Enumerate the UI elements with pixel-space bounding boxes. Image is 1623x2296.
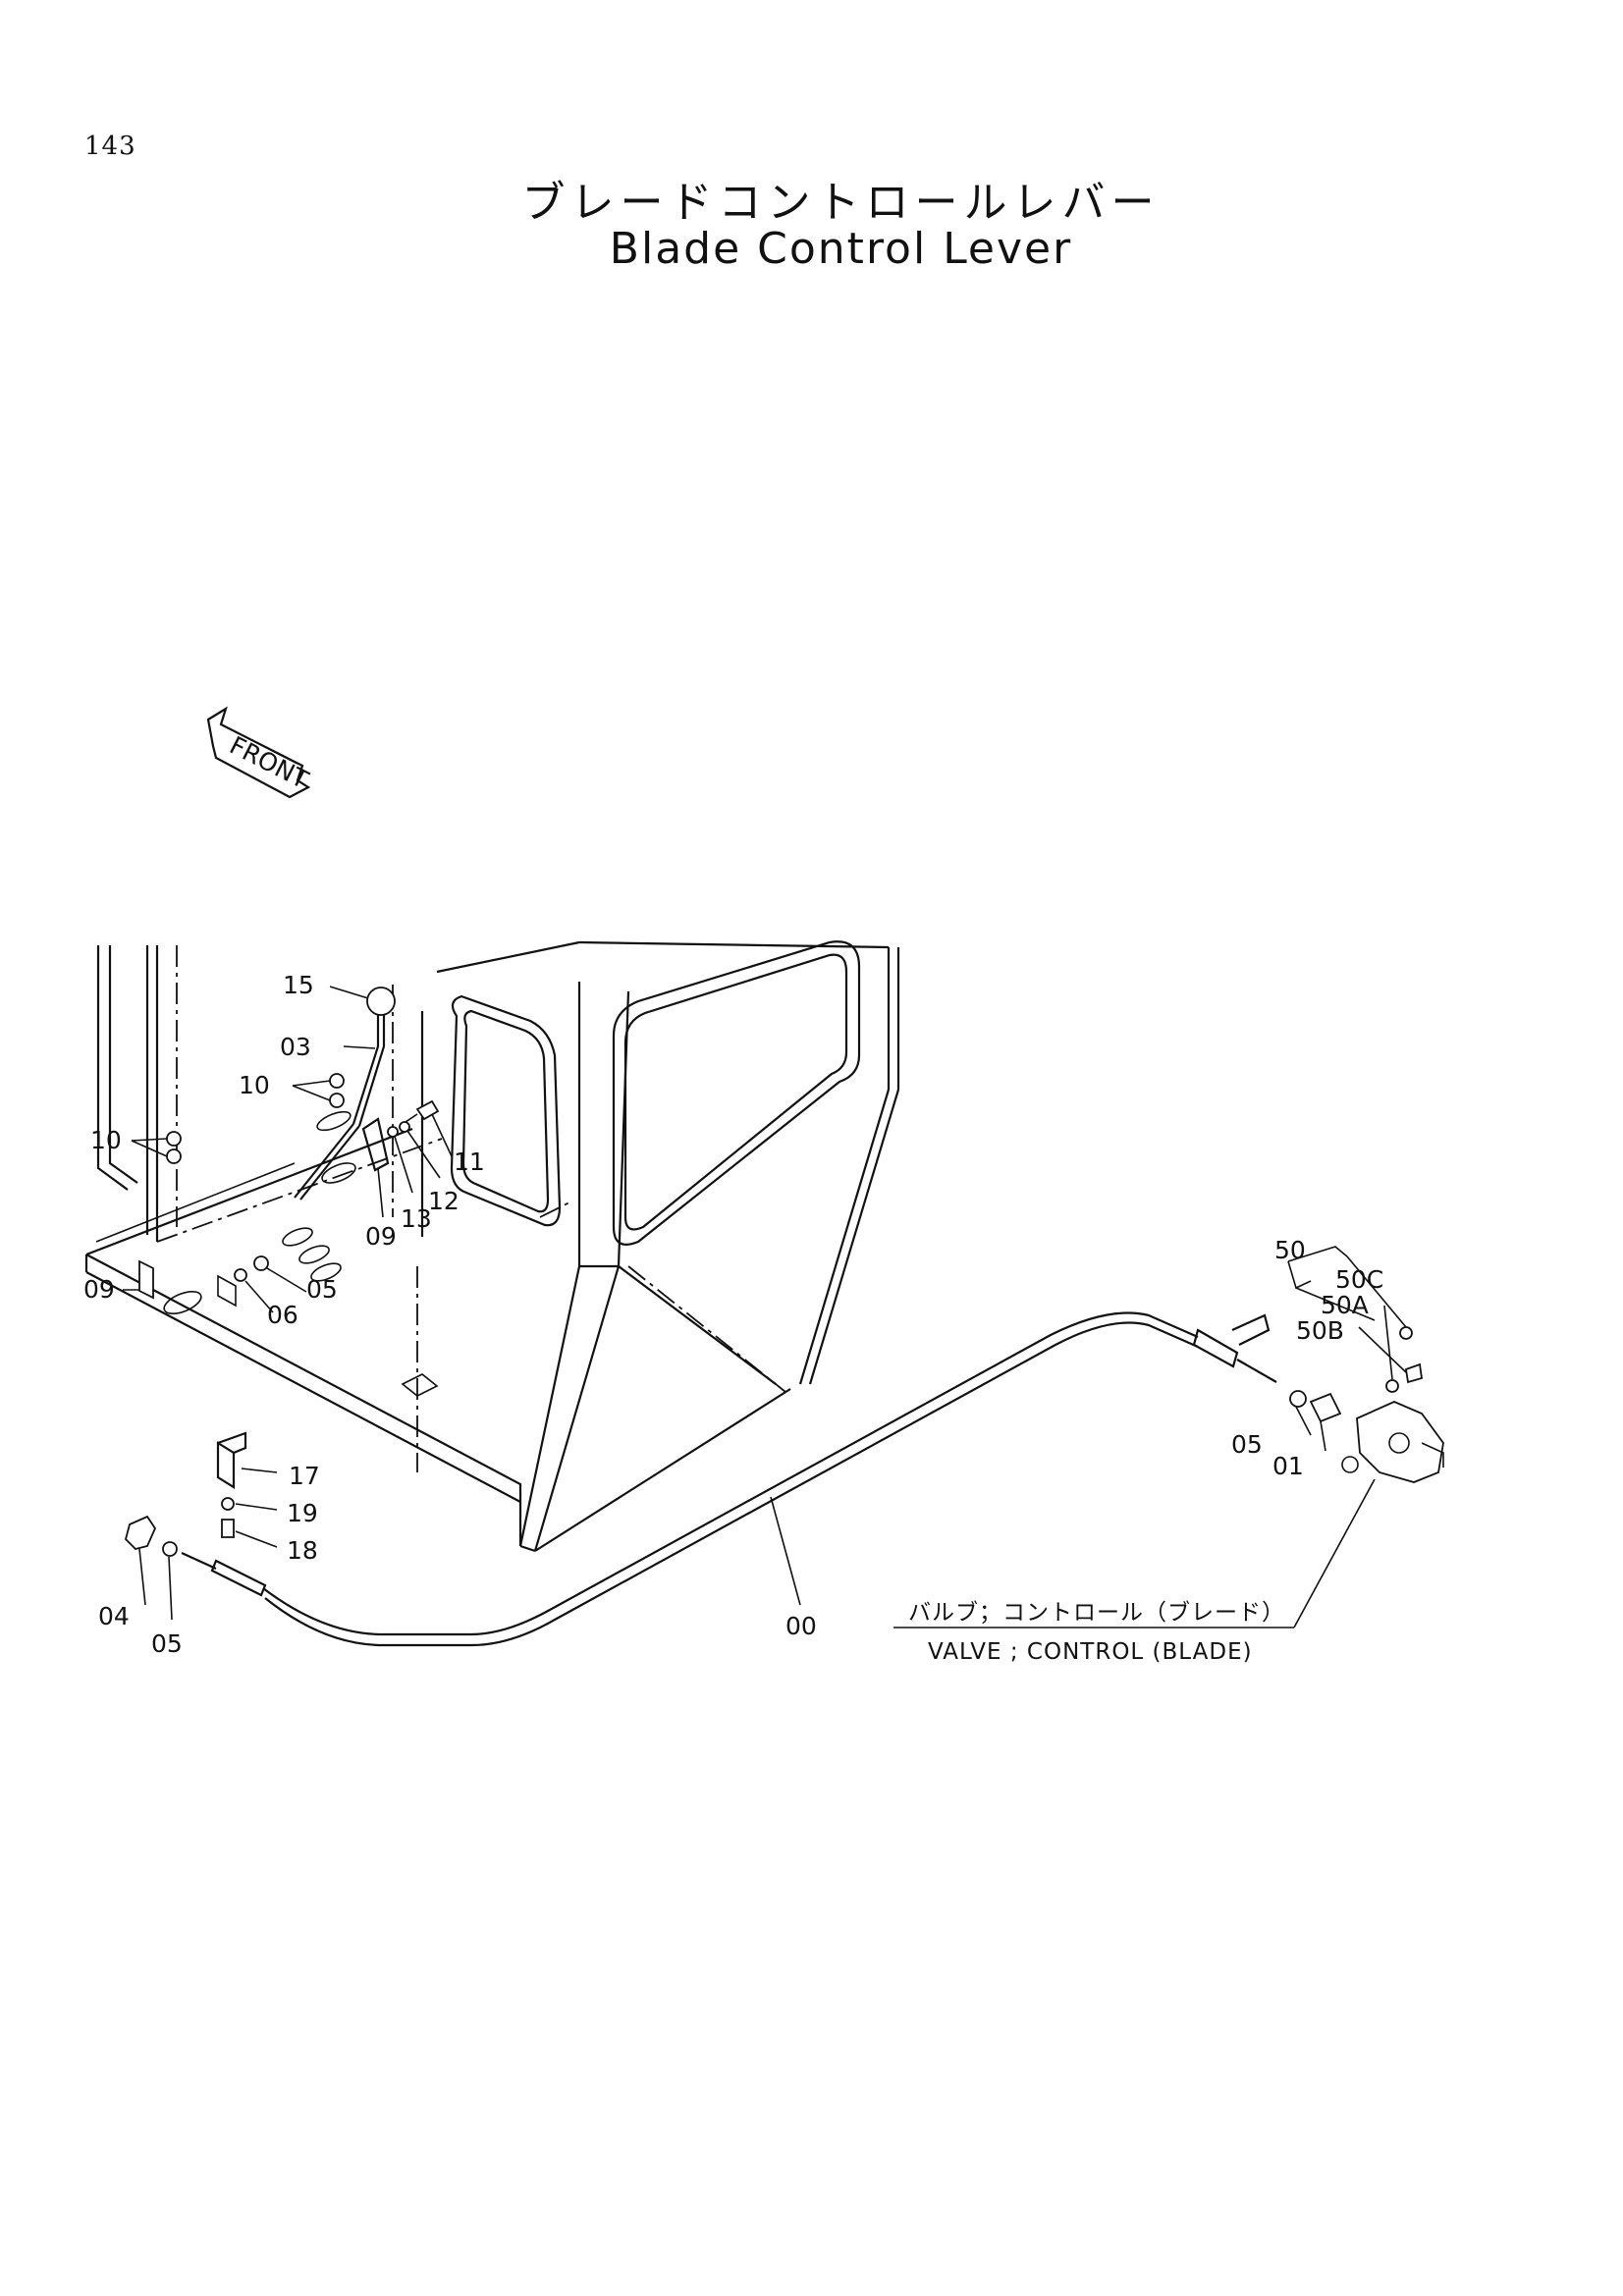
- elbow-04: [124, 1515, 157, 1550]
- washer-06: [234, 1268, 247, 1282]
- callout-labels: 15 03 10 10 11 12 13 09 09 05 06 17 19 1…: [83, 971, 1383, 1658]
- callout-05-valve: 05: [1231, 1430, 1263, 1459]
- cable-bracket-assembly: [124, 1431, 267, 1597]
- callout-10-upper: 10: [239, 1071, 270, 1099]
- callout-50: 50: [1274, 1236, 1306, 1264]
- valve-note-english: VALVE ; CONTROL (BLADE): [928, 1639, 1253, 1665]
- nut-10-left-a: [166, 1131, 182, 1147]
- plate-01: [1309, 1392, 1342, 1423]
- callout-10-left: 10: [90, 1126, 122, 1154]
- washer-12: [399, 1121, 410, 1133]
- callout-04: 04: [98, 1602, 130, 1630]
- valve-end-assembly: [1192, 1313, 1444, 1483]
- bolt-11: [415, 1099, 440, 1121]
- title-english: Blade Control Lever: [609, 224, 1073, 274]
- part-50b: [1404, 1362, 1424, 1384]
- bolt-18: [221, 1519, 235, 1538]
- callout-50a: 50A: [1321, 1291, 1369, 1319]
- callout-06: 06: [267, 1301, 298, 1329]
- callout-17: 17: [289, 1462, 320, 1490]
- control-cable-00: [262, 1311, 1199, 1647]
- callout-50b: 50B: [1296, 1316, 1344, 1345]
- front-arrow-marker: FRONT: [206, 706, 313, 799]
- valve-note-japanese: バルブ；コントロール（ブレード）: [908, 1600, 1285, 1626]
- bolt-09-left: [138, 1259, 154, 1300]
- title-japanese: ブレードコントロールレバー: [521, 178, 1161, 228]
- control-valve-body: [1356, 1401, 1444, 1483]
- callout-50c: 50C: [1335, 1265, 1383, 1294]
- callout-12: 12: [428, 1187, 460, 1215]
- part-50a: [1385, 1379, 1399, 1393]
- nut-10-left-b: [166, 1148, 182, 1164]
- nut-10-upper-a: [329, 1073, 345, 1089]
- callout-05-cable: 05: [151, 1629, 183, 1658]
- callout-11: 11: [454, 1148, 485, 1176]
- callout-15: 15: [283, 971, 314, 999]
- page-number: 143: [84, 132, 136, 161]
- callout-01: 01: [1272, 1452, 1304, 1480]
- washer-19: [221, 1497, 235, 1511]
- valve-note: バルブ；コントロール（ブレード） VALVE ; CONTROL (BLADE): [908, 1600, 1285, 1665]
- callout-00: 00: [785, 1612, 817, 1640]
- callout-13: 13: [401, 1204, 432, 1233]
- callout-19: 19: [287, 1499, 318, 1527]
- washer-05-cable: [162, 1541, 178, 1557]
- callout-03: 03: [280, 1033, 311, 1061]
- callout-05-floor: 05: [306, 1275, 338, 1304]
- lever-knob: [366, 987, 396, 1016]
- nut-10-upper-b: [329, 1093, 345, 1108]
- callout-18: 18: [287, 1536, 318, 1565]
- callout-09-center: 09: [365, 1222, 397, 1251]
- control-lever-assembly: [138, 987, 440, 1308]
- cab-structure: [84, 940, 900, 1553]
- washer-05-floor: [253, 1255, 269, 1271]
- washer-05-valve: [1289, 1390, 1307, 1408]
- leader-lines: [123, 986, 1407, 1629]
- washer-13: [387, 1126, 399, 1138]
- callout-09-left: 09: [83, 1275, 115, 1304]
- part-50c: [1399, 1326, 1413, 1340]
